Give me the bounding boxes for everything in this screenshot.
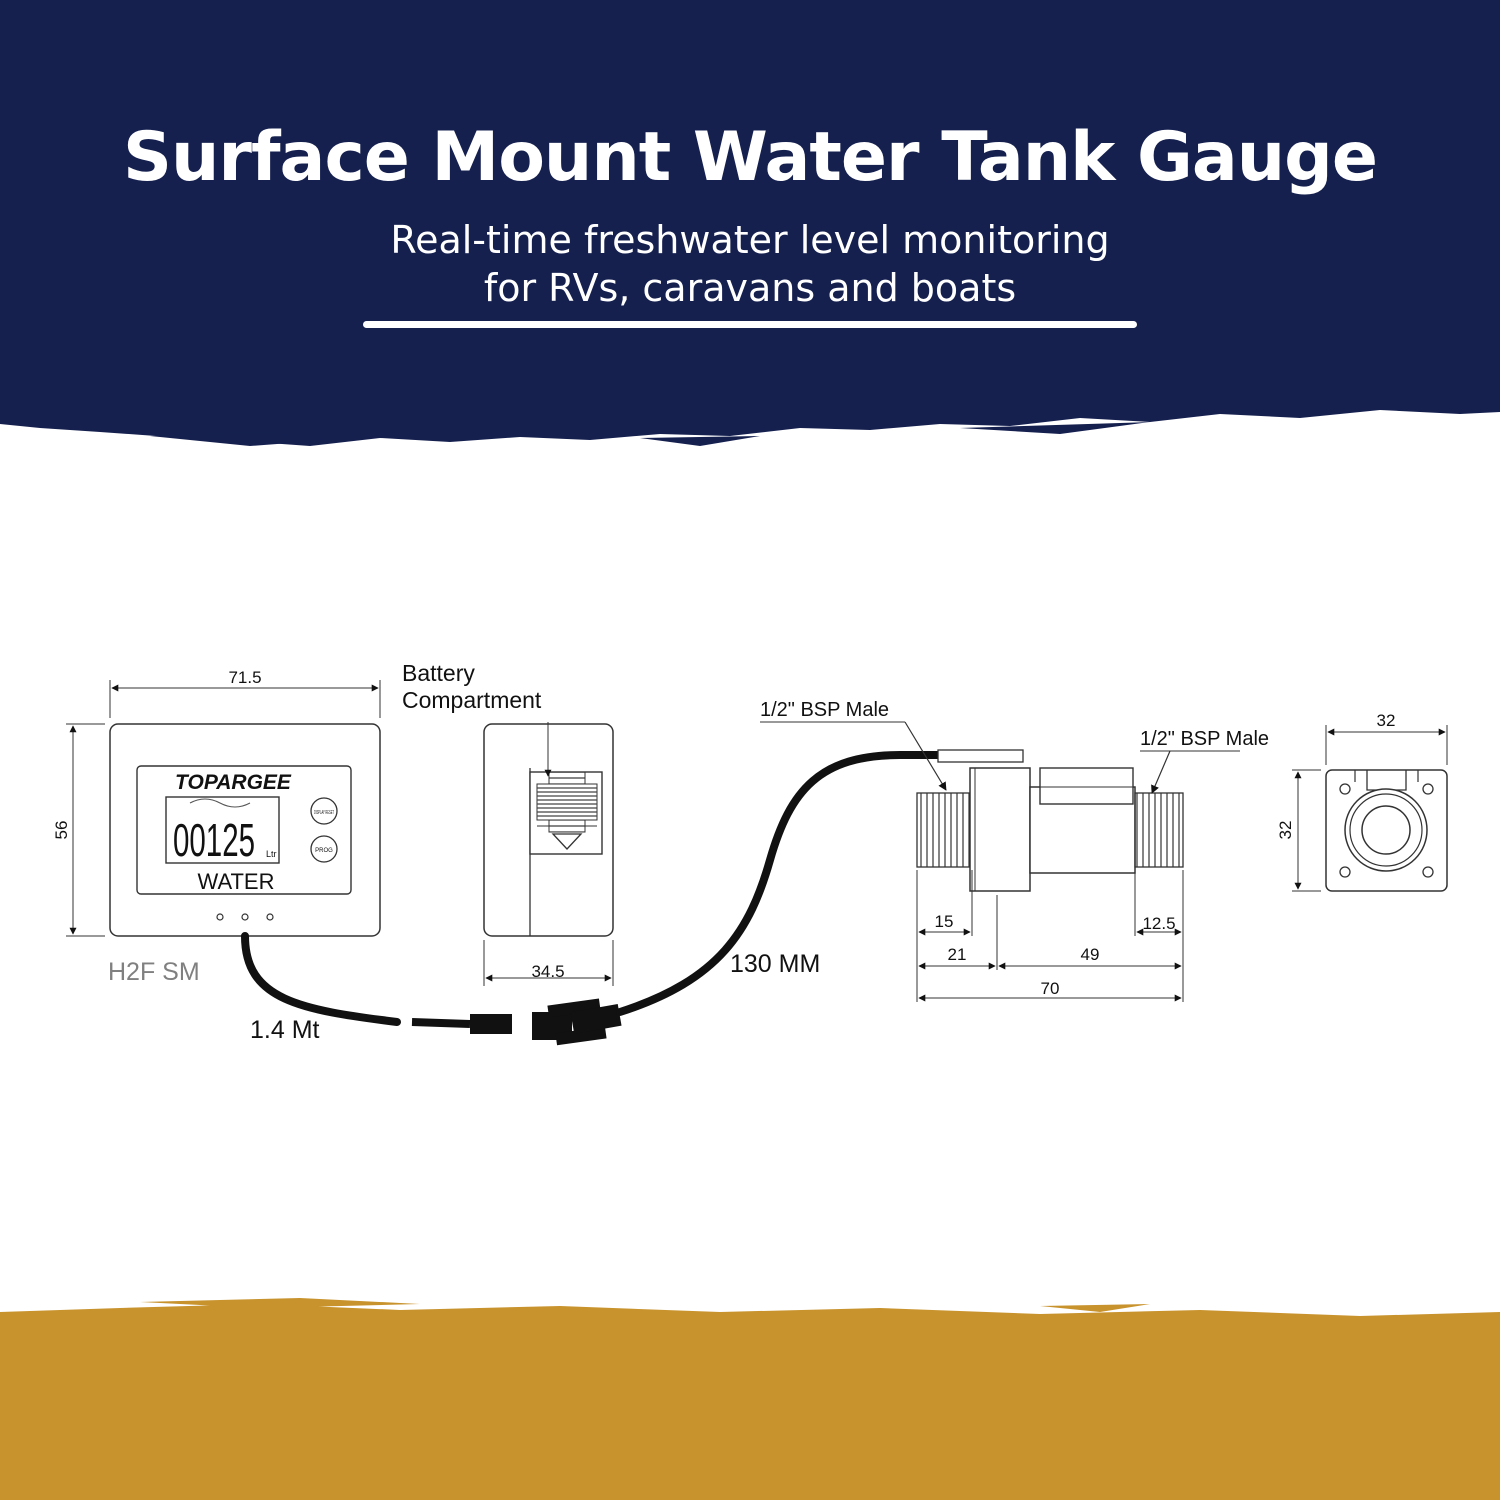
prog-button[interactable] <box>310 835 338 863</box>
dim-total: 70 <box>1041 979 1060 998</box>
banner-background <box>0 0 1500 446</box>
battery-compartment: Battery Compartment <box>402 660 614 937</box>
end-width-value: 32 <box>1377 711 1396 730</box>
left-thread <box>916 792 971 868</box>
battery-width-dimension: 34.5 <box>483 940 614 986</box>
cable-short: 1.4 Mt <box>241 932 512 1044</box>
connector-plug <box>532 998 622 1046</box>
end-height-value: 32 <box>1276 821 1295 840</box>
lcd-reading: 00125 <box>173 814 255 866</box>
brand-logo: TOPARGEE <box>175 771 292 794</box>
status-led-1 <box>216 913 224 921</box>
dim-right-section: 49 <box>1081 945 1100 964</box>
dim-left-body: 21 <box>948 945 967 964</box>
title-underline <box>363 321 1137 328</box>
sensor-end-view <box>1325 769 1448 892</box>
cable-long: 130 MM <box>616 749 1024 1016</box>
battery-label-line-1: Battery <box>402 660 475 686</box>
display-unit: TOPARGEE 00125 Ltr WATER DISPLAY RESET P… <box>108 723 381 986</box>
header-banner: Surface Mount Water Tank Gauge Real-time… <box>0 0 1500 470</box>
lcd-unit: Ltr <box>266 849 277 859</box>
right-thread <box>1134 792 1184 868</box>
flow-sensor <box>916 767 1184 892</box>
subtitle-line-2: for RVs, caravans and boats <box>483 266 1017 310</box>
display-reset-label: DISPLAY RESET <box>314 810 334 816</box>
thread-right-label: 1/2" BSP Male <box>1140 728 1269 750</box>
status-led-2 <box>241 913 249 921</box>
thread-left-label: 1/2" BSP Male <box>760 699 889 721</box>
battery-label-line-2: Compartment <box>402 687 542 713</box>
display-height-dimension: 56 <box>52 723 105 937</box>
prog-label: PROG <box>315 848 333 854</box>
footer-band <box>0 1298 1500 1500</box>
page-title: Surface Mount Water Tank Gauge <box>123 118 1378 197</box>
dim-right-thread: 12.5 <box>1142 914 1175 933</box>
dim-left-thread: 15 <box>935 912 954 931</box>
cable-short-label: 1.4 Mt <box>250 1016 320 1044</box>
battery-width-value: 34.5 <box>531 962 564 981</box>
display-width-dimension: 71.5 <box>109 668 381 718</box>
status-led-3 <box>266 913 274 921</box>
model-label: H2F SM <box>108 958 200 986</box>
water-label: WATER <box>198 869 275 894</box>
height-value: 56 <box>52 821 71 840</box>
thread-callouts: 1/2" BSP Male 1/2" BSP Male <box>760 699 1269 794</box>
end-view-dimensions: 32 32 <box>1276 711 1448 892</box>
sensor-dimensions: 15 12.5 21 49 70 <box>916 870 1184 1002</box>
subtitle-line-1: Real-time freshwater level monitoring <box>390 218 1110 262</box>
lcd-screen <box>165 796 280 864</box>
width-value: 71.5 <box>228 668 261 687</box>
display-reset-button[interactable] <box>310 797 338 825</box>
cable-long-label: 130 MM <box>730 950 820 978</box>
